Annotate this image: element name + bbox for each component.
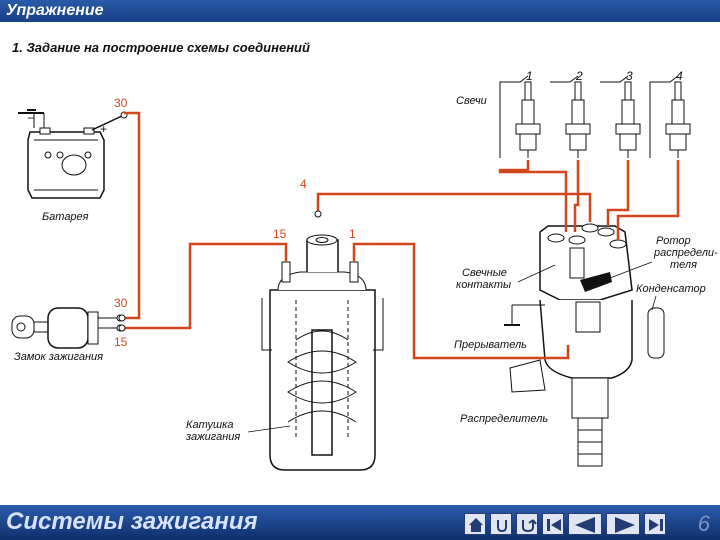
spark-plugs xyxy=(499,75,691,158)
rotor-label-line1: Ротор xyxy=(656,235,691,247)
plug-number-3: 3 xyxy=(626,69,633,83)
help-icon xyxy=(497,520,507,533)
spark-plug-1 xyxy=(515,81,541,158)
ignition-lock-label: Замок зажигания xyxy=(14,351,103,363)
spark-plug-4 xyxy=(665,81,691,158)
wire-plug-4 xyxy=(616,160,680,240)
spark-plug-3 xyxy=(615,81,641,158)
wire-lock-coil xyxy=(122,242,288,330)
lock-terminal-15: 15 xyxy=(114,335,128,349)
coil-terminal-15: 15 xyxy=(273,227,287,241)
page-number: 6 xyxy=(697,511,710,536)
wires xyxy=(122,111,680,360)
lock-terminal-30: 30 xyxy=(114,296,128,310)
wire-coil-breaker xyxy=(352,242,570,360)
wire-battery-lock xyxy=(122,111,141,320)
coil-terminal-1: 1 xyxy=(349,227,356,241)
plug-number-1: 1 xyxy=(526,69,533,83)
spark-plugs-label: Свечи xyxy=(456,95,487,107)
prev-slide-button[interactable] xyxy=(568,513,602,535)
battery-plus-sign: + xyxy=(100,122,107,136)
next-slide-icon xyxy=(615,517,635,533)
distributor-label: Распределитель xyxy=(460,413,548,425)
battery-minus-sign: − xyxy=(27,111,34,125)
footer-bar: Системы зажигания 6 xyxy=(0,505,720,540)
battery-terminal-30: 30 xyxy=(114,96,128,110)
wiring-diagram: − + Батарея 30 30 15 Замок зажигания 15 … xyxy=(11,69,718,471)
wire-plug-3 xyxy=(606,160,630,226)
task-heading: 1. Задание на построение схемы соединени… xyxy=(12,40,310,55)
return-button[interactable] xyxy=(516,513,538,535)
help-button[interactable] xyxy=(490,513,512,535)
wire-plug-1 xyxy=(498,160,568,232)
last-slide-button[interactable] xyxy=(644,513,666,535)
spark-contacts-label-line2: контакты xyxy=(456,279,511,291)
battery xyxy=(18,109,128,199)
wire-coil-distributor xyxy=(316,192,592,222)
first-slide-button[interactable] xyxy=(542,513,564,535)
battery-label: Батарея xyxy=(42,211,89,223)
distributor xyxy=(504,223,665,467)
header-bar: Упражнение xyxy=(0,0,720,22)
spark-plug-2 xyxy=(565,81,591,158)
wire-plug-2 xyxy=(573,160,580,232)
home-icon xyxy=(469,518,483,532)
distributor-terminal-4: 4 xyxy=(300,177,307,191)
plug-number-4: 4 xyxy=(676,69,683,83)
rotor-label-line2: распредели- xyxy=(653,247,718,259)
return-icon xyxy=(522,519,537,533)
prev-slide-icon xyxy=(575,517,595,533)
coil-label-line1: Катушка xyxy=(186,419,233,431)
next-slide-button[interactable] xyxy=(606,513,640,535)
capacitor-label: Конденсатор xyxy=(636,283,706,295)
coil-label-line2: зажигания xyxy=(185,431,240,443)
page-title: Упражнение xyxy=(6,2,104,19)
spark-contacts-label-line1: Свечные xyxy=(462,267,507,279)
home-button[interactable] xyxy=(464,513,486,535)
breaker-label: Прерыватель xyxy=(454,339,527,351)
rotor-label-line3: теля xyxy=(670,259,697,271)
ignition-lock xyxy=(11,307,124,349)
last-slide-icon xyxy=(649,519,663,531)
ignition-coil xyxy=(261,234,384,471)
first-slide-icon xyxy=(547,519,561,531)
plug-number-2: 2 xyxy=(575,69,583,83)
footer-brand: Системы зажигания xyxy=(6,508,258,535)
